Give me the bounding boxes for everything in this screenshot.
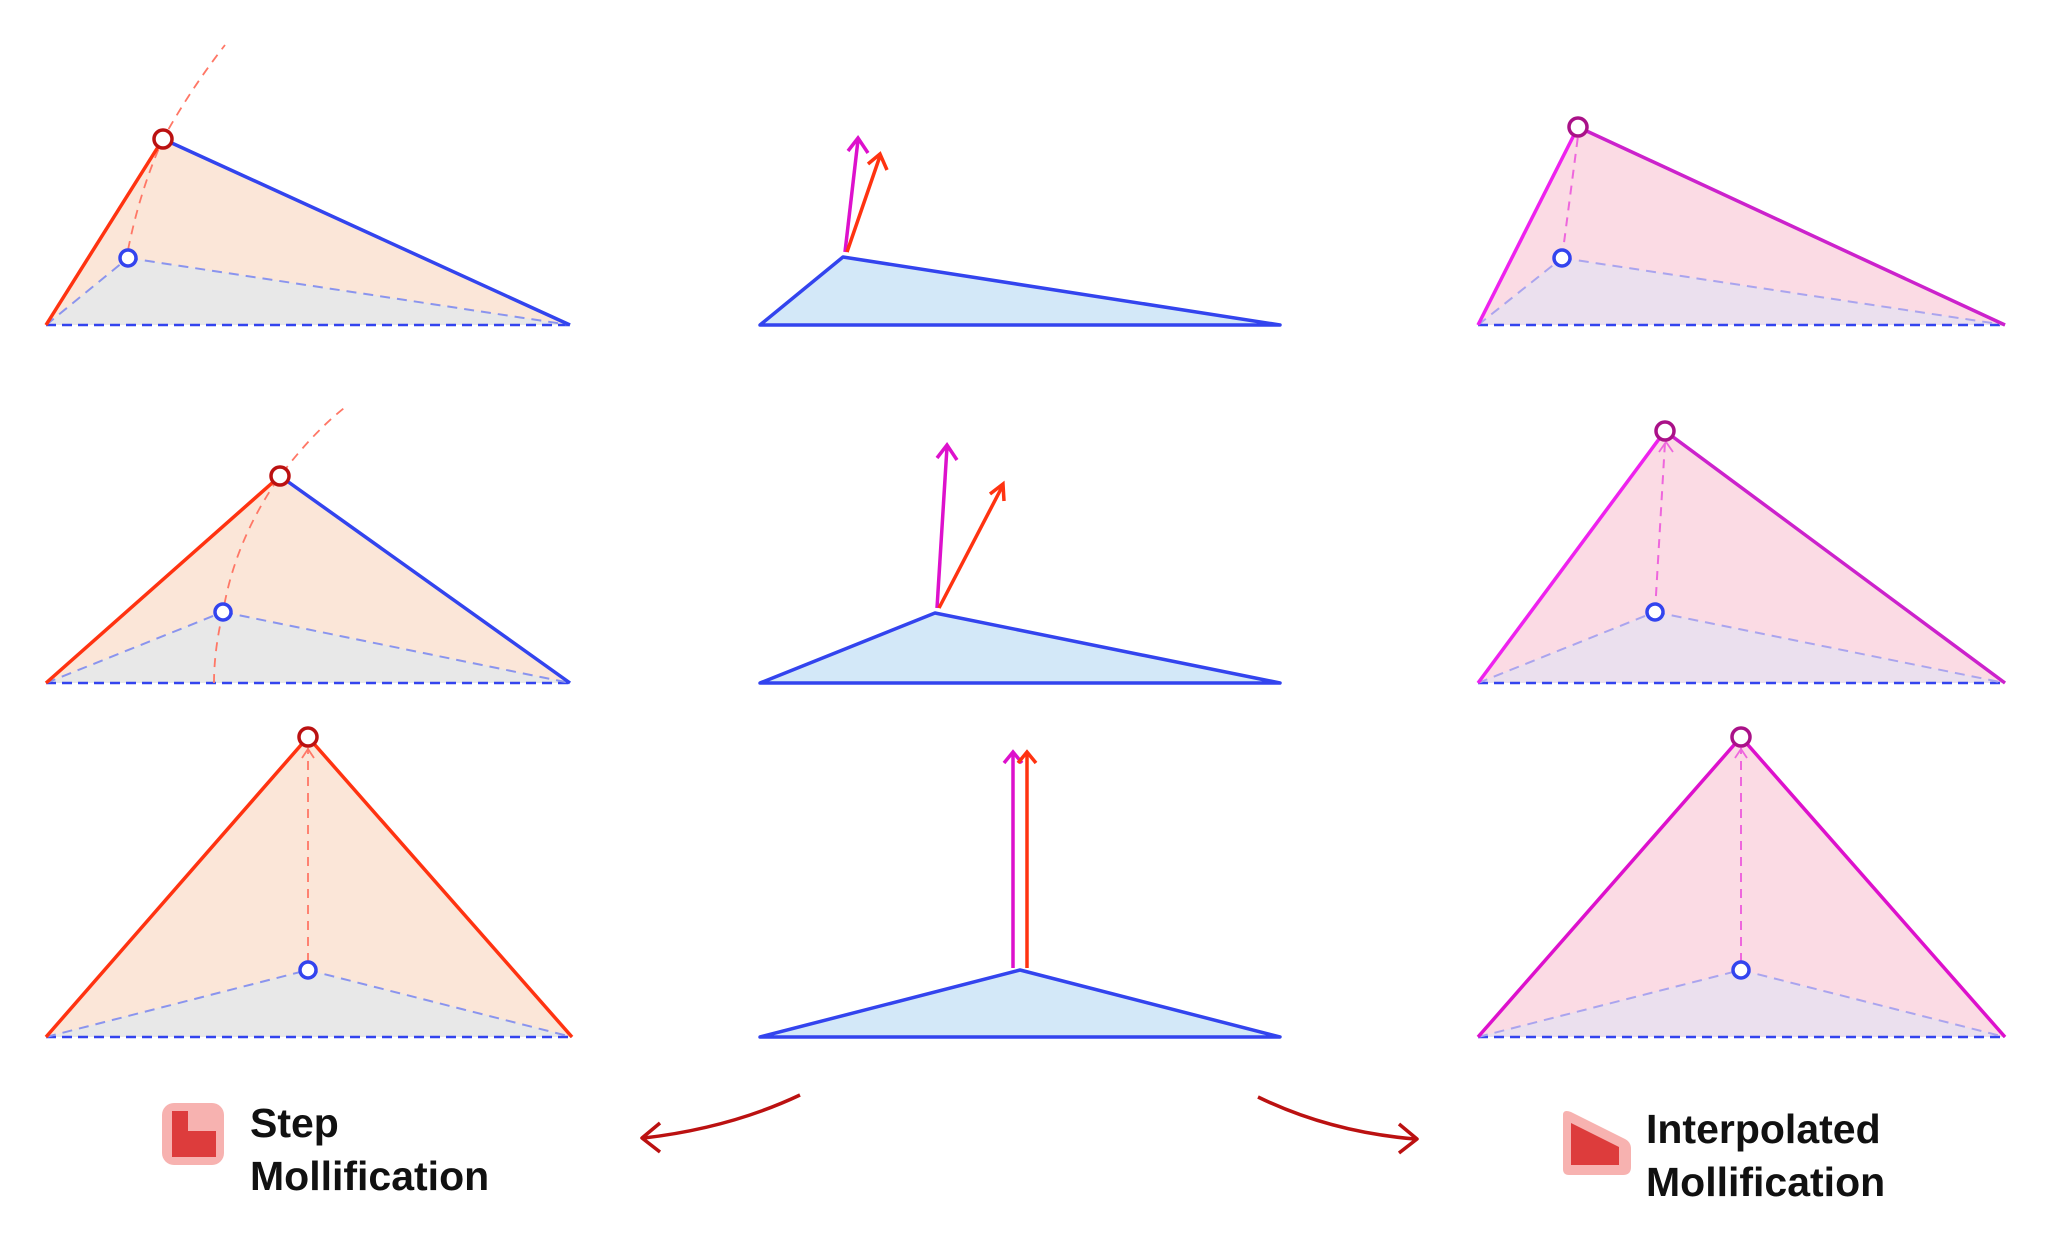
interp-tet-row-3 [1476,726,2007,1039]
base-tri-row-2 [758,441,1282,685]
curved-arrow-right [1257,1095,1419,1155]
step-label-line-2: Mollification [250,1153,490,1199]
step-label-line-1: Step [250,1100,339,1146]
base-vertex-marker [118,248,138,268]
interp-tet-row-1 [1476,116,2006,327]
step-mollification-label: Step Mollification [250,1097,489,1203]
step-tet-row-1 [44,44,571,327]
interpolated-label-line-2: Mollification [1646,1159,1886,1205]
step-tet-row-3 [44,726,574,1039]
step-mollifier-icon [162,1103,224,1165]
interpolated-label-line-1: Interpolated [1646,1106,1881,1152]
step-tet-row-2 [44,404,572,685]
base-tri-row-1 [758,134,1282,327]
base-tri-row-3 [758,749,1282,1039]
interp-tet-row-2 [1476,420,2007,685]
curved-arrow-left [640,1093,801,1154]
moved-vertex-marker [152,128,174,150]
interpolated-mollification-label: Interpolated Mollification [1646,1103,1885,1209]
interpolated-mollifier-icon [1563,1111,1631,1175]
